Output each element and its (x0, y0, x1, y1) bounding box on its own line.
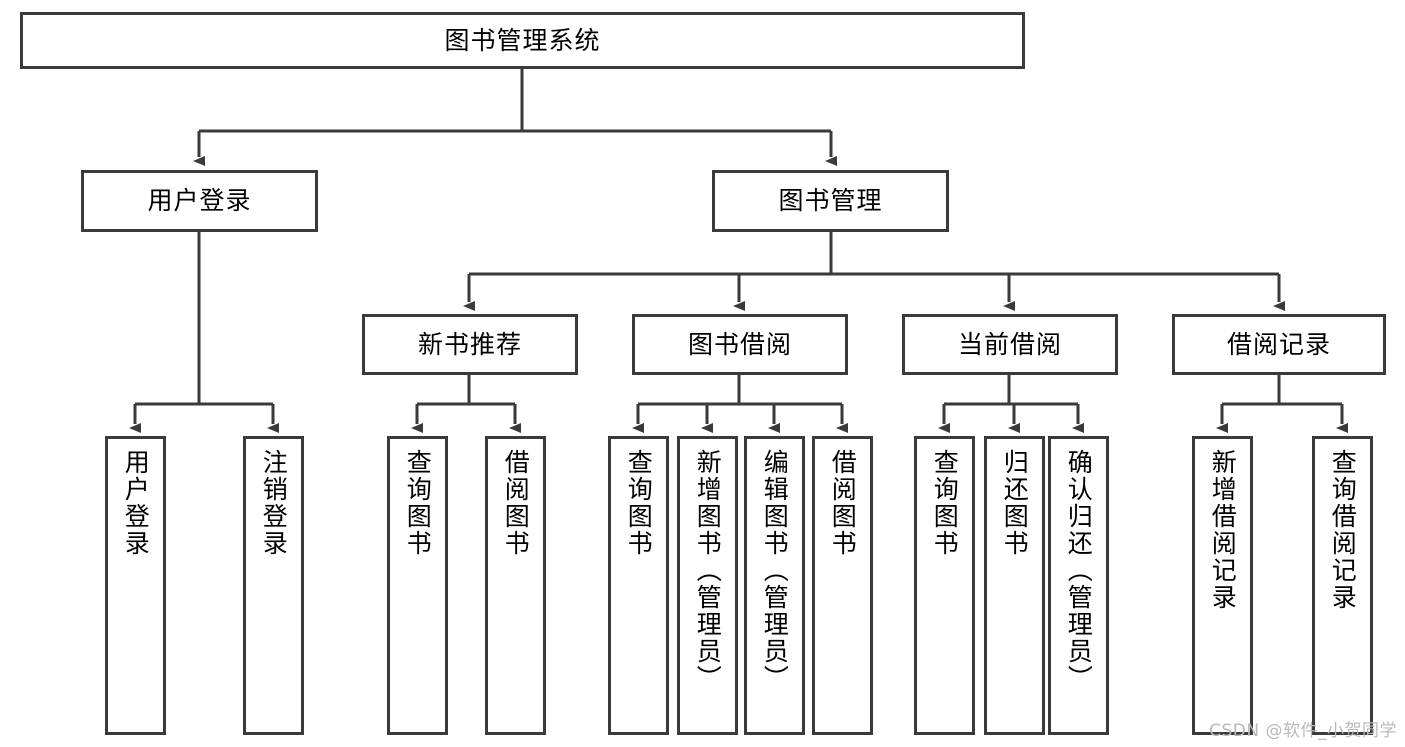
node-user-login-label: 用户登录 (147, 186, 252, 216)
node-leaf-borrow-book-2-label: 借阅图书 (828, 449, 858, 557)
node-leaf-borrow-book-1-label: 借阅图书 (501, 449, 531, 557)
node-current-borrow-label: 当前借阅 (957, 329, 1062, 359)
node-leaf-edit-book-admin-label: 编辑图书（管理员） (760, 449, 790, 692)
node-book-borrow[interactable]: 图书借阅 (632, 314, 848, 375)
node-leaf-query-borrow-record-label: 查询借阅记录 (1328, 449, 1358, 611)
node-root-label: 图书管理系统 (444, 25, 601, 55)
node-leaf-add-borrow-record-label: 新增借阅记录 (1208, 449, 1238, 611)
node-borrow-record-label: 借阅记录 (1226, 329, 1331, 359)
node-new-book-recommend-label: 新书推荐 (417, 329, 522, 359)
node-root-system[interactable]: 图书管理系统 (20, 12, 1025, 69)
node-leaf-confirm-return-admin[interactable]: 确认归还（管理员） (1048, 436, 1109, 735)
node-book-manage[interactable]: 图书管理 (712, 170, 949, 232)
node-current-borrow[interactable]: 当前借阅 (902, 314, 1118, 375)
node-leaf-query-book-1[interactable]: 查询图书 (387, 436, 448, 735)
node-leaf-query-book-1-label: 查询图书 (403, 449, 433, 557)
node-leaf-user-login[interactable]: 用户登录 (105, 436, 166, 735)
node-leaf-confirm-return-admin-label: 确认归还（管理员） (1064, 449, 1094, 692)
node-leaf-query-book-2[interactable]: 查询图书 (608, 436, 669, 735)
node-leaf-query-book-3-label: 查询图书 (930, 449, 960, 557)
node-leaf-return-book-label: 归还图书 (1000, 449, 1030, 557)
node-leaf-add-borrow-record[interactable]: 新增借阅记录 (1192, 436, 1253, 735)
node-leaf-borrow-book-1[interactable]: 借阅图书 (485, 436, 546, 735)
node-leaf-edit-book-admin[interactable]: 编辑图书（管理员） (744, 436, 805, 735)
node-leaf-user-logout[interactable]: 注销登录 (243, 436, 304, 735)
watermark: CSDN @软件_小贺同学 (1209, 721, 1397, 741)
node-leaf-add-book-admin-label: 新增图书（管理员） (693, 449, 723, 692)
node-leaf-user-login-label: 用户登录 (121, 449, 151, 557)
node-leaf-query-book-3[interactable]: 查询图书 (914, 436, 975, 735)
node-book-borrow-label: 图书借阅 (687, 329, 792, 359)
node-leaf-query-book-2-label: 查询图书 (624, 449, 654, 557)
node-leaf-query-borrow-record[interactable]: 查询借阅记录 (1312, 436, 1373, 735)
node-new-book-recommend[interactable]: 新书推荐 (362, 314, 578, 375)
node-borrow-record[interactable]: 借阅记录 (1172, 314, 1386, 375)
node-leaf-borrow-book-2[interactable]: 借阅图书 (812, 436, 873, 735)
node-leaf-add-book-admin[interactable]: 新增图书（管理员） (677, 436, 738, 735)
node-leaf-return-book[interactable]: 归还图书 (984, 436, 1045, 735)
node-book-manage-label: 图书管理 (778, 186, 883, 216)
node-user-login[interactable]: 用户登录 (81, 170, 318, 232)
node-leaf-user-logout-label: 注销登录 (259, 449, 289, 557)
